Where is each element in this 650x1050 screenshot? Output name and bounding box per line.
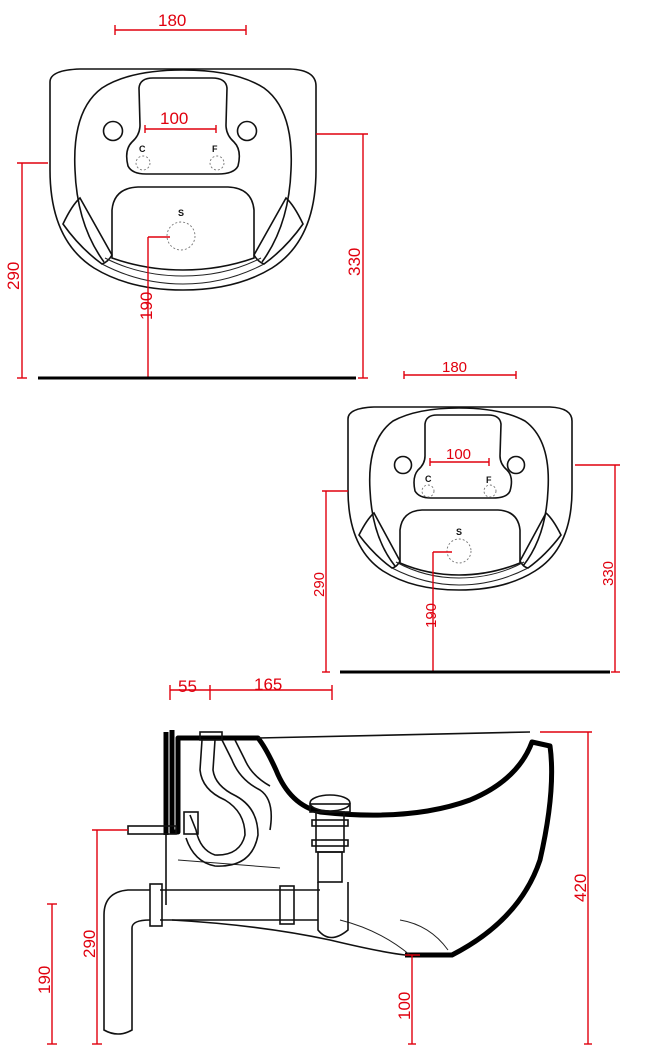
dimension-height-left-label: 290 — [311, 572, 328, 597]
dimension-tap-spacing: 100 — [144, 109, 217, 133]
cold-hole — [135, 155, 151, 171]
dimension-height-right: 330 — [575, 464, 620, 673]
dimension-wall-offset-label: 55 — [178, 677, 197, 696]
dimension-waste-height-label: 190 — [35, 966, 54, 994]
drain-hole — [446, 538, 472, 564]
cold-label: C — [425, 474, 432, 484]
dimension-tap-spacing-label: 100 — [446, 446, 471, 463]
hot-hole — [209, 155, 225, 171]
dimension-height-left: 290 — [311, 490, 348, 673]
dimension-width-label: 180 — [158, 11, 186, 30]
dimension-floor-gap: 100 — [395, 954, 420, 1045]
dimension-height-left: 290 — [4, 162, 48, 379]
basin-top-outline: C F S — [347, 406, 573, 591]
dimension-width: 180 — [114, 11, 247, 35]
basin-top-outline: C F S — [49, 68, 317, 291]
dimension-total-height-label: 420 — [571, 874, 590, 902]
dimension-drain-height: 190 — [423, 551, 452, 672]
hot-label: F — [486, 475, 492, 485]
tap-hole-left — [393, 455, 413, 475]
dimension-height-right-label: 330 — [600, 561, 617, 586]
drain-label: S — [456, 527, 462, 537]
drain-hole — [166, 221, 196, 251]
dimension-depth-label: 165 — [254, 675, 282, 694]
dimension-wall-offset: 55 — [169, 677, 211, 700]
tap-hole-right — [506, 455, 526, 475]
tap-hole-right — [236, 120, 258, 142]
basin-side-profile — [169, 730, 555, 958]
dimension-drain-height: 190 — [137, 236, 170, 378]
dimension-height-right: 330 — [316, 133, 368, 379]
dimension-floor-gap-label: 100 — [395, 992, 414, 1020]
dimension-width: 180 — [403, 359, 517, 379]
dimension-depth: 165 — [210, 675, 333, 700]
dimension-supply-height-label: 290 — [80, 930, 99, 958]
dimension-drain-height-label: 190 — [423, 603, 440, 628]
dimension-tap-spacing-label: 100 — [160, 109, 188, 128]
cold-hole — [421, 484, 435, 498]
cold-label: C — [139, 144, 146, 154]
hot-hole — [483, 484, 497, 498]
tap-hole-left — [102, 120, 124, 142]
top-view-large: 180 C F S — [4, 11, 368, 380]
dimension-height-right-label: 330 — [345, 248, 364, 276]
supply-pipes — [127, 731, 273, 867]
dimension-supply-height: 290 — [80, 829, 128, 1045]
dimension-drain-height-label: 190 — [137, 292, 156, 320]
hot-label: F — [212, 144, 218, 154]
dimension-total-height: 420 — [540, 731, 592, 1045]
top-view-small: 180 C F S 100 — [311, 359, 620, 674]
dimension-waste-height: 190 — [35, 903, 57, 1045]
drain-trap — [103, 794, 351, 1035]
dimension-width-label: 180 — [442, 359, 467, 376]
dimension-height-left-label: 290 — [4, 262, 23, 290]
side-view: 55 165 — [35, 675, 592, 1045]
drain-label: S — [178, 208, 184, 218]
dimension-tap-spacing: 100 — [429, 446, 490, 466]
